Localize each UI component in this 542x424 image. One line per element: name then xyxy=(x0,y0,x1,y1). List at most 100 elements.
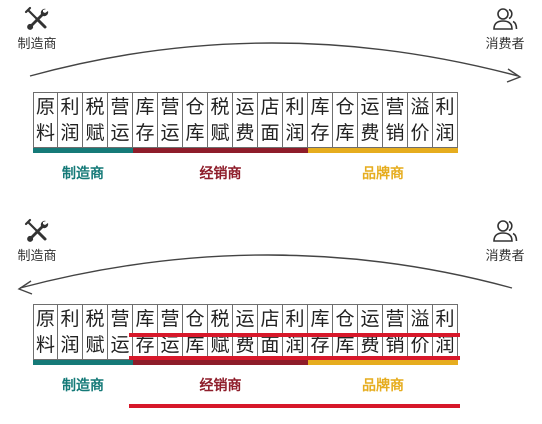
cell-char-top: 仓 xyxy=(185,96,205,118)
cell-char-top: 仓 xyxy=(335,96,355,118)
cell-char-top: 利 xyxy=(285,96,305,118)
cost-cell: 利润 xyxy=(58,304,83,360)
cost-cell: 利润 xyxy=(58,92,83,148)
cell-char-bottom: 赋 xyxy=(210,122,230,144)
cell-char-bottom: 存 xyxy=(310,122,330,144)
cost-cell: 库存 xyxy=(308,304,333,360)
strike-line xyxy=(129,404,460,408)
cost-cell: 利润 xyxy=(283,92,308,148)
cell-char-top: 营 xyxy=(385,96,405,118)
cell-char-bottom: 赋 xyxy=(85,122,105,144)
tools-icon xyxy=(24,218,49,242)
cost-cell: 库存 xyxy=(133,304,158,360)
cost-cell: 税赋 xyxy=(208,92,233,148)
segment-label-dealer: 经销商 xyxy=(199,378,242,394)
cell-char-top: 仓 xyxy=(185,308,205,330)
cell-char-bottom: 润 xyxy=(60,334,80,356)
cell-char-bottom: 润 xyxy=(435,122,455,144)
cell-char-top: 营 xyxy=(160,308,180,330)
cell-char-top: 利 xyxy=(60,308,80,330)
segment-label-dealer: 经销商 xyxy=(199,166,242,182)
panel-traditional-chain: 制造商 消费者 原料利润税赋营运库存营运仓库税赋运费店面利润库存仓库运费营销溢价… xyxy=(2,6,540,182)
consumer-label: 消费者 xyxy=(485,37,525,52)
cell-char-bottom: 库 xyxy=(185,122,205,144)
cell-char-top: 库 xyxy=(310,308,330,330)
strike-line xyxy=(129,356,460,360)
cell-char-top: 溢 xyxy=(410,308,430,330)
cell-char-bottom: 运 xyxy=(160,122,180,144)
manufacturer-role: 制造商 xyxy=(2,218,72,264)
cell-char-bottom: 赋 xyxy=(210,334,230,356)
cell-char-top: 利 xyxy=(435,96,455,118)
panel-direct-chain: 制造商 消费者 原料利润税赋营运库存营运仓库税赋运费店面利润库存仓库运费营销溢价… xyxy=(0,212,542,424)
cell-char-bottom: 费 xyxy=(235,122,255,144)
cost-cell: 仓库 xyxy=(333,92,358,148)
cost-cell: 店面 xyxy=(258,304,283,360)
cell-char-top: 税 xyxy=(210,96,230,118)
cell-char-bottom: 价 xyxy=(410,334,430,356)
cell-char-top: 溢 xyxy=(410,96,430,118)
cost-cell: 利润 xyxy=(433,92,458,148)
cell-char-bottom: 存 xyxy=(135,122,155,144)
cell-char-top: 税 xyxy=(85,96,105,118)
arrow-to-manufacturer xyxy=(17,254,513,295)
arrow-to-consumer xyxy=(29,42,522,83)
consumer-role: 消费者 xyxy=(470,6,540,52)
cost-cell: 税赋 xyxy=(83,92,108,148)
segment-bar-brand xyxy=(308,360,458,365)
cost-cell: 营运 xyxy=(158,304,183,360)
cell-char-bottom: 面 xyxy=(260,122,280,144)
cell-char-top: 店 xyxy=(260,96,280,118)
cost-cell: 运费 xyxy=(233,92,258,148)
cell-char-top: 运 xyxy=(360,96,380,118)
cost-cells: 原料利润税赋营运库存营运仓库税赋运费店面利润库存仓库运费营销溢价利润 xyxy=(33,304,458,360)
cell-char-top: 店 xyxy=(260,308,280,330)
segment-bar-brand xyxy=(308,148,458,153)
cost-cells: 原料利润税赋营运库存营运仓库税赋运费店面利润库存仓库运费营销溢价利润 xyxy=(33,92,458,148)
cost-cell: 营运 xyxy=(108,304,133,360)
cell-char-top: 营 xyxy=(385,308,405,330)
cell-char-bottom: 运 xyxy=(110,122,130,144)
segment-bar-dealer xyxy=(133,148,308,153)
cell-char-top: 营 xyxy=(110,308,130,330)
cell-char-top: 原 xyxy=(35,308,55,330)
cell-char-bottom: 销 xyxy=(385,122,405,144)
cost-cell: 利润 xyxy=(283,304,308,360)
cell-char-bottom: 存 xyxy=(135,334,155,356)
cell-char-bottom: 运 xyxy=(160,334,180,356)
cost-cell: 运费 xyxy=(358,304,383,360)
segment-label-brand: 品牌商 xyxy=(362,166,404,182)
cost-cell: 库存 xyxy=(308,92,333,148)
users-icon xyxy=(493,220,518,242)
cell-char-top: 运 xyxy=(235,96,255,118)
tools-icon xyxy=(24,6,49,30)
cell-char-bottom: 面 xyxy=(260,334,280,356)
cost-cell: 溢价 xyxy=(408,92,433,148)
cell-char-top: 税 xyxy=(210,308,230,330)
cell-char-bottom: 库 xyxy=(335,122,355,144)
cell-char-bottom: 库 xyxy=(335,334,355,356)
consumer-role: 消费者 xyxy=(470,218,540,264)
cell-char-bottom: 赋 xyxy=(85,334,105,356)
segment-label-manufacturer: 制造商 xyxy=(62,378,104,394)
cost-cell: 溢价 xyxy=(408,304,433,360)
cost-cell: 运费 xyxy=(233,304,258,360)
cell-char-bottom: 库 xyxy=(185,334,205,356)
cell-char-top: 运 xyxy=(360,308,380,330)
cell-char-top: 库 xyxy=(310,96,330,118)
cell-char-top: 利 xyxy=(60,96,80,118)
manufacturer-role: 制造商 xyxy=(2,6,72,52)
cost-cell: 原料 xyxy=(33,304,58,360)
cell-char-bottom: 润 xyxy=(435,334,455,356)
cost-cell: 库存 xyxy=(133,92,158,148)
users-icon xyxy=(493,8,518,30)
segment-label-brand: 品牌商 xyxy=(362,378,404,394)
cell-char-bottom: 价 xyxy=(410,122,430,144)
cell-char-top: 营 xyxy=(110,96,130,118)
cell-char-bottom: 料 xyxy=(35,334,55,356)
cost-cell: 运费 xyxy=(358,92,383,148)
consumer-label: 消费者 xyxy=(485,249,525,264)
cost-cell: 营销 xyxy=(383,304,408,360)
cost-cell: 仓库 xyxy=(183,92,208,148)
cell-char-top: 库 xyxy=(135,308,155,330)
